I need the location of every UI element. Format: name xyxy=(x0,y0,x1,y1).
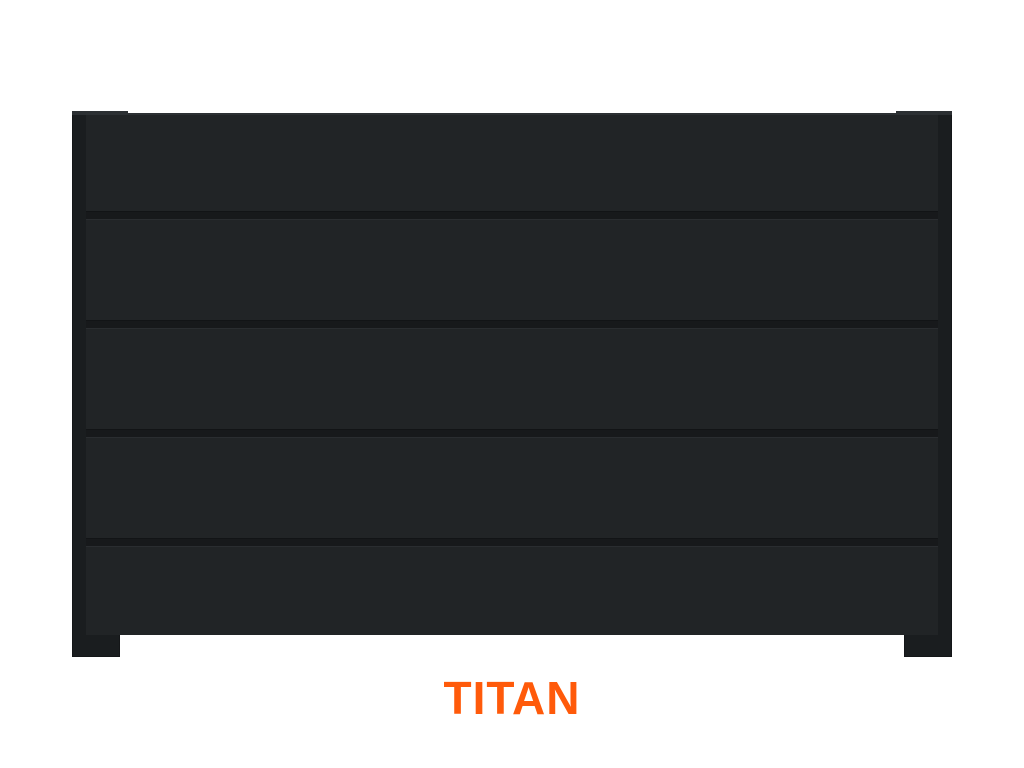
product-name: TITAN xyxy=(443,672,581,724)
slat-divider xyxy=(86,211,938,220)
slat-divider xyxy=(86,320,938,329)
fence-panel xyxy=(86,113,938,635)
fence-illustration xyxy=(72,111,952,657)
slat-divider xyxy=(86,538,938,547)
slat-divider xyxy=(86,429,938,438)
